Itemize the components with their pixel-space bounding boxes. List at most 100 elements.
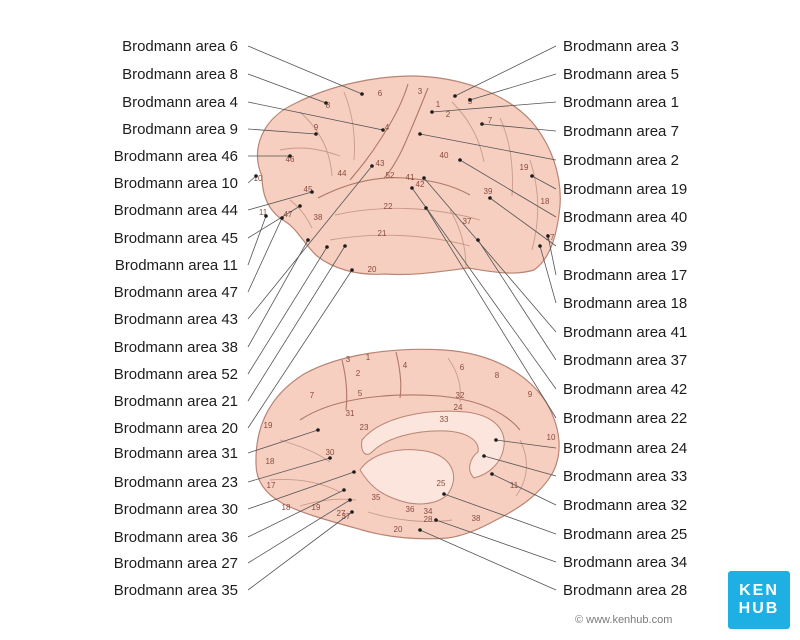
lateral-label-brodmann-area-41: Brodmann area 41 — [563, 324, 687, 341]
kenhub-logo: KEN HUB — [728, 571, 790, 629]
medial-region-number-26: 28 — [424, 515, 433, 524]
region-numbers: 6849461044451147433852212035172194039171… — [254, 87, 556, 534]
lateral-label-brodmann-area-43: Brodmann area 43 — [114, 311, 238, 328]
lateral-pointer-brodmann-area-1 — [430, 110, 434, 114]
medial-leader-brodmann-area-25 — [443, 493, 557, 535]
medial-leader-brodmann-area-30 — [247, 471, 355, 510]
lateral-leader-brodmann-area-40 — [459, 159, 557, 218]
medial-leader-brodmann-area-24 — [495, 439, 557, 449]
lateral-pointer-brodmann-area-20 — [350, 268, 354, 272]
lateral-label-brodmann-area-44: Brodmann area 44 — [114, 202, 238, 219]
medial-label-brodmann-area-24: Brodmann area 24 — [563, 440, 687, 457]
lateral-region-number-4: 46 — [286, 155, 295, 164]
lateral-pointer-brodmann-area-3 — [453, 94, 457, 98]
medial-region-number-5: 8 — [495, 371, 500, 380]
medial-region-number-9: 31 — [346, 409, 355, 418]
lateral-pointer-brodmann-area-9 — [314, 132, 318, 136]
medial-label-brodmann-area-27: Brodmann area 27 — [114, 555, 238, 572]
lateral-label-brodmann-area-39: Brodmann area 39 — [563, 238, 687, 255]
lateral-leader-brodmann-area-1 — [431, 101, 557, 113]
medial-region-number-24: 27 — [337, 509, 346, 518]
lateral-label-brodmann-area-22: Brodmann area 22 — [563, 410, 687, 427]
lateral-region-number-26: 37 — [463, 217, 472, 226]
medial-leader-brodmann-area-33 — [483, 455, 557, 477]
lateral-region-number-28: 22 — [384, 202, 393, 211]
lateral-label-brodmann-area-52: Brodmann area 52 — [114, 366, 238, 383]
lateral-region-number-13: 21 — [378, 229, 387, 238]
lateral-pointer-brodmann-area-44 — [310, 190, 314, 194]
lateral-pointer-brodmann-area-2 — [418, 132, 422, 136]
lateral-region-number-22: 39 — [484, 187, 493, 196]
lateral-leader-brodmann-area-5 — [469, 73, 557, 101]
lateral-leader-brodmann-area-44 — [247, 191, 313, 211]
lateral-label-brodmann-area-19: Brodmann area 19 — [563, 181, 687, 198]
copyright-credit: © www.kenhub.com — [575, 614, 673, 626]
medial-region-number-8: 7 — [310, 391, 315, 400]
medial-region-number-29: 38 — [472, 514, 481, 523]
medial-leader-brodmann-area-23 — [247, 457, 331, 483]
lateral-region-number-14: 20 — [368, 265, 377, 274]
medial-region-number-25: 34 — [424, 507, 433, 516]
medial-pointer-brodmann-area-25 — [442, 492, 446, 496]
lateral-region-number-11: 38 — [314, 213, 323, 222]
medial-region-number-12: 10 — [547, 433, 556, 442]
medial-region-number-7: 9 — [528, 390, 533, 399]
medial-pointer-brodmann-area-36 — [342, 488, 346, 492]
medial-region-number-15: 33 — [440, 415, 449, 424]
lateral-pointer-brodmann-area-39 — [488, 196, 492, 200]
medial-pointer-brodmann-area-35 — [350, 510, 354, 514]
lateral-region-number-25: 41 — [406, 173, 415, 182]
medial-pointer-brodmann-area-32 — [490, 472, 494, 476]
lateral-leader-brodmann-area-11 — [247, 215, 267, 266]
lateral-pointer-brodmann-area-40 — [458, 158, 462, 162]
medial-region-number-3: 4 — [403, 361, 408, 370]
lateral-pointer-brodmann-area-22 — [424, 206, 428, 210]
medial-leader-brodmann-area-27 — [247, 499, 351, 564]
lateral-leader-brodmann-area-43 — [247, 165, 373, 320]
lateral-label-brodmann-area-40: Brodmann area 40 — [563, 209, 687, 226]
lateral-label-brodmann-area-3: Brodmann area 3 — [563, 38, 679, 55]
medial-label-brodmann-area-31: Brodmann area 31 — [114, 445, 238, 462]
lateral-region-number-18: 7 — [488, 116, 493, 125]
lateral-region-number-2: 4 — [385, 123, 390, 132]
lateral-leader-brodmann-area-45 — [247, 205, 301, 239]
lateral-label-brodmann-area-46: Brodmann area 46 — [114, 148, 238, 165]
medial-label-brodmann-area-33: Brodmann area 33 — [563, 468, 687, 485]
lateral-leader-brodmann-area-7 — [481, 123, 557, 132]
lateral-leader-brodmann-area-21 — [247, 245, 346, 402]
medial-region-number-30: 20 — [394, 525, 403, 534]
lateral-label-brodmann-area-20: Brodmann area 20 — [114, 420, 238, 437]
lateral-pointer-brodmann-area-19 — [530, 174, 534, 178]
lateral-leader-brodmann-area-42 — [411, 187, 557, 390]
lateral-pointer-brodmann-area-8 — [324, 101, 328, 105]
medial-region-number-4: 6 — [460, 363, 465, 372]
lateral-region-number-10: 43 — [376, 159, 385, 168]
lateral-label-brodmann-area-1: Brodmann area 1 — [563, 94, 679, 111]
lateral-label-brodmann-area-9: Brodmann area 9 — [122, 121, 238, 138]
lateral-leader-brodmann-area-39 — [489, 197, 557, 247]
lateral-region-number-9: 47 — [284, 210, 293, 219]
lateral-leader-brodmann-area-2 — [419, 133, 557, 161]
lateral-region-number-3: 9 — [314, 123, 319, 132]
medial-region-number-1: 1 — [366, 353, 371, 362]
lateral-label-brodmann-area-47: Brodmann area 47 — [114, 284, 238, 301]
lateral-label-brodmann-area-17: Brodmann area 17 — [563, 267, 687, 284]
lateral-label-brodmann-area-6: Brodmann area 6 — [122, 38, 238, 55]
medial-pointer-brodmann-area-34 — [434, 518, 438, 522]
lateral-leader-brodmann-area-37 — [477, 239, 557, 361]
lateral-pointer-brodmann-area-11 — [264, 214, 268, 218]
lateral-label-brodmann-area-5: Brodmann area 5 — [563, 66, 679, 83]
medial-label-brodmann-area-34: Brodmann area 34 — [563, 554, 687, 571]
lateral-region-number-21: 40 — [440, 151, 449, 160]
lateral-region-number-12: 52 — [386, 171, 395, 180]
logo-line-2: HUB — [738, 600, 780, 617]
lateral-pointer-brodmann-area-43 — [370, 164, 374, 168]
medial-region-number-2: 2 — [356, 369, 361, 378]
lateral-leader-brodmann-area-8 — [247, 73, 327, 104]
medial-region-number-11: 32 — [456, 391, 465, 400]
lateral-pointer-brodmann-area-38 — [306, 238, 310, 242]
lateral-label-brodmann-area-38: Brodmann area 38 — [114, 339, 238, 356]
lateral-leader-brodmann-area-41 — [423, 177, 557, 333]
medial-brain-view — [255, 348, 560, 540]
